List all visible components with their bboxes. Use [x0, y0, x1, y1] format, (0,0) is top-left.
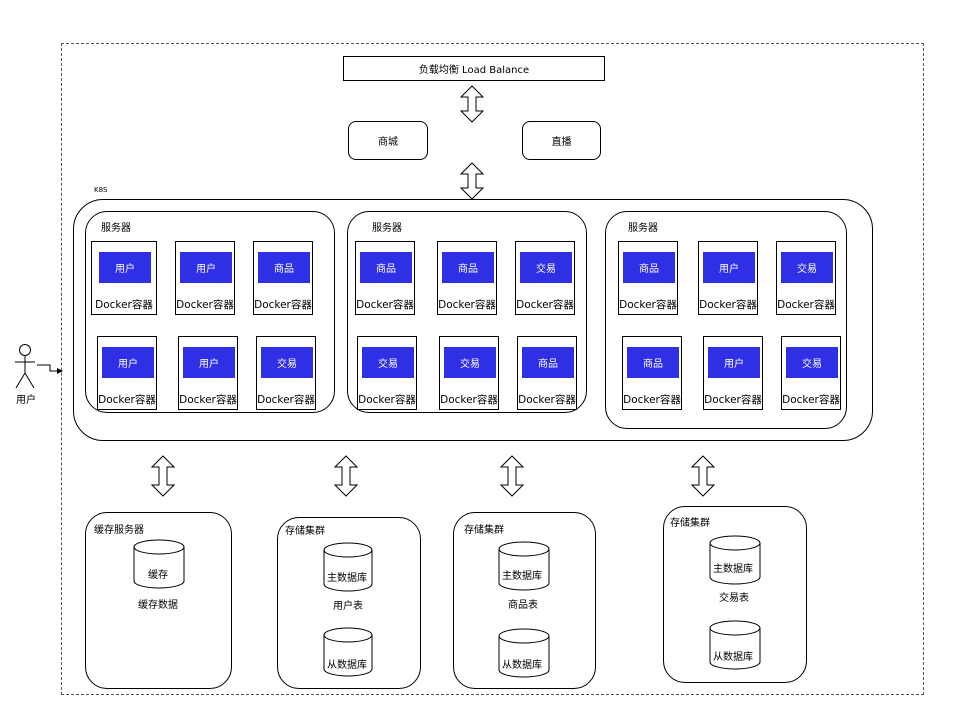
table-label: 商品表 [508, 600, 538, 611]
server-title: 服务器 [101, 223, 131, 234]
service-chip: 商品 [623, 252, 675, 283]
service-chip: 交易 [520, 252, 572, 283]
group-title: 缓存服务器 [94, 525, 144, 536]
docker-container[interactable]: 用户 Docker容器 [698, 241, 758, 315]
docker-label: Docker容器 [179, 394, 237, 406]
server-title: 服务器 [628, 223, 658, 234]
load-balancer-box[interactable]: 负载均衡 Load Balance [343, 56, 605, 81]
docker-label: Docker容器 [699, 299, 757, 311]
arrow-lb-apps [459, 85, 485, 123]
docker-container[interactable]: 商品 Docker容器 [355, 241, 415, 315]
slave-db-label: 从数据库 [713, 652, 753, 663]
outer-frame [61, 43, 924, 695]
docker-label: Docker容器 [782, 394, 840, 406]
cache-server-group: 缓存服务器 [85, 512, 232, 689]
service-chip: 用户 [708, 347, 760, 378]
docker-container[interactable]: 用户 Docker容器 [178, 336, 238, 410]
docker-label: Docker容器 [257, 394, 315, 406]
app-box-mall[interactable]: 商城 [348, 121, 428, 160]
docker-label: Docker容器 [516, 299, 574, 311]
service-chip: 商品 [522, 347, 574, 378]
database-cylinder-icon [323, 542, 373, 592]
service-chip: 用户 [99, 252, 151, 283]
cache-caption: 缓存数据 [138, 600, 178, 611]
docker-label: Docker容器 [619, 299, 677, 311]
service-chip: 用户 [183, 347, 235, 378]
docker-label: Docker容器 [704, 394, 762, 406]
database-cylinder-icon [498, 628, 550, 678]
service-chip: 商品 [627, 347, 679, 378]
arrow-storage-3 [690, 455, 716, 497]
service-chip: 交易 [261, 347, 313, 378]
arrow-storage-2 [499, 455, 525, 497]
docker-container[interactable]: 商品 Docker容器 [517, 336, 577, 410]
group-title: 存储集群 [285, 526, 325, 537]
docker-label: Docker容器 [438, 299, 496, 311]
docker-container[interactable]: 商品 Docker容器 [618, 241, 678, 315]
docker-label: Docker容器 [356, 299, 414, 311]
docker-container[interactable]: 商品 Docker容器 [622, 336, 682, 410]
service-chip: 商品 [258, 252, 310, 283]
user-arrow [37, 364, 63, 374]
docker-label: Docker容器 [777, 299, 835, 311]
docker-container[interactable]: 交易 Docker容器 [515, 241, 575, 315]
docker-label: Docker容器 [254, 299, 312, 311]
docker-container[interactable]: 交易 Docker容器 [256, 336, 316, 410]
master-db-label: 主数据库 [502, 571, 542, 582]
server-title: 服务器 [372, 223, 402, 234]
docker-label: Docker容器 [98, 394, 156, 406]
slave-db-label: 从数据库 [327, 660, 367, 671]
docker-container[interactable]: 用户 Docker容器 [97, 336, 157, 410]
master-db-label: 主数据库 [327, 573, 367, 584]
database-cylinder-icon [323, 627, 373, 677]
service-chip: 交易 [444, 347, 496, 378]
user-label: 用户 [16, 395, 36, 406]
database-cylinder-icon [133, 539, 185, 589]
service-chip: 交易 [781, 252, 833, 283]
docker-container[interactable]: 交易 Docker容器 [781, 336, 841, 410]
group-title: 存储集群 [670, 518, 710, 529]
database-cylinder-icon [709, 620, 761, 670]
arrow-cache [150, 455, 176, 497]
docker-container[interactable]: 用户 Docker容器 [175, 241, 235, 315]
table-label: 用户表 [333, 601, 363, 612]
docker-label: Docker容器 [95, 299, 153, 311]
service-chip: 用户 [180, 252, 232, 283]
docker-label: Docker容器 [518, 394, 576, 406]
cache-db-label: 缓存 [148, 570, 168, 581]
service-chip: 商品 [442, 252, 494, 283]
docker-container[interactable]: 交易 Docker容器 [776, 241, 836, 315]
docker-container[interactable]: 用户 Docker容器 [703, 336, 763, 410]
docker-container[interactable]: 商品 Docker容器 [253, 241, 313, 315]
k8s-cluster [73, 199, 873, 441]
docker-container[interactable]: 交易 Docker容器 [357, 336, 417, 410]
slave-db-label: 从数据库 [502, 660, 542, 671]
arrow-apps-k8s [459, 162, 485, 200]
docker-container[interactable]: 交易 Docker容器 [439, 336, 499, 410]
table-label: 交易表 [719, 593, 749, 604]
database-cylinder-icon [709, 535, 761, 585]
docker-label: Docker容器 [176, 299, 234, 311]
user-actor-icon [15, 344, 35, 389]
service-chip: 交易 [786, 347, 838, 378]
docker-label: Docker容器 [623, 394, 681, 406]
group-title: 存储集群 [464, 525, 504, 536]
docker-label: Docker容器 [440, 394, 498, 406]
docker-label: Docker容器 [358, 394, 416, 406]
master-db-label: 主数据库 [713, 564, 753, 575]
database-cylinder-icon [498, 541, 550, 591]
app-box-live[interactable]: 直播 [522, 121, 601, 160]
service-chip: 用户 [703, 252, 755, 283]
docker-container[interactable]: 用户 Docker容器 [91, 241, 157, 315]
k8s-label: K8S [94, 186, 108, 194]
service-chip: 用户 [102, 347, 154, 378]
docker-container[interactable]: 商品 Docker容器 [437, 241, 497, 315]
service-chip: 交易 [362, 347, 414, 378]
service-chip: 商品 [360, 252, 412, 283]
arrow-storage-1 [333, 455, 359, 497]
